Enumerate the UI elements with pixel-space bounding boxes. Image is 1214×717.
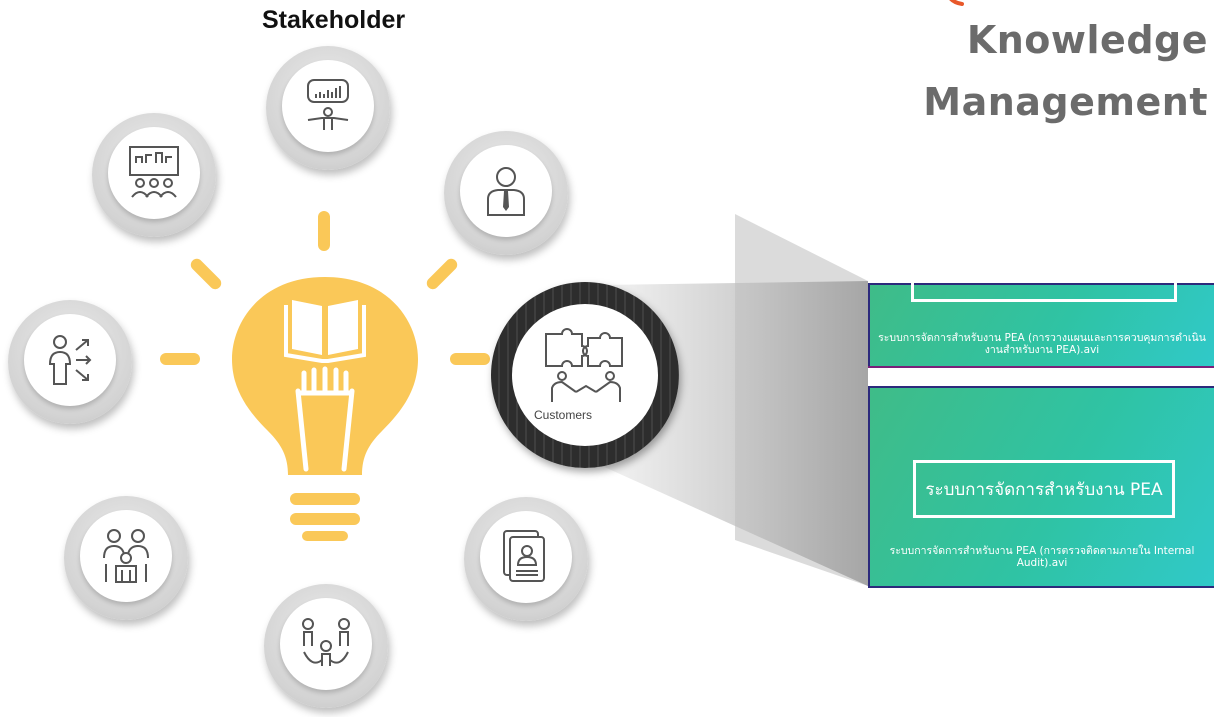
- logo-mark-icon: [949, 0, 964, 6]
- brand-title-line1: Knowledge: [966, 18, 1208, 62]
- video-caption-2[interactable]: ระบบการจัดการสำหรับงาน PEA (การตรวจติดตา…: [889, 545, 1195, 569]
- node-strategy[interactable]: [8, 300, 132, 424]
- documents-icon: [503, 530, 545, 582]
- customers-label: Customers: [534, 408, 593, 422]
- video-thumbnail-1[interactable]: ระบบการจัดการสำหรับงาน PEA ระบบการจัดการ…: [868, 240, 1214, 371]
- video-title-1: ระบบการจัดการสำหรับงาน PEA: [911, 240, 1177, 302]
- bulb-ray: [426, 258, 458, 290]
- bulb-ray: [318, 211, 330, 251]
- node-team[interactable]: [64, 496, 188, 620]
- puzzle-handshake-icon: [545, 328, 623, 402]
- video-title-2: ระบบการจัดการสำหรับงาน PEA: [913, 460, 1175, 518]
- video-caption-1[interactable]: ระบบการจัดการสำหรับงาน PEA (การวางแผนและ…: [878, 332, 1206, 356]
- employee-icon: [487, 167, 525, 216]
- node-employee[interactable]: [444, 131, 568, 255]
- lightbulb-graphic: [160, 211, 490, 541]
- node-presentation[interactable]: [266, 46, 390, 170]
- node-customers[interactable]: Customers: [491, 282, 679, 468]
- meeting-icon: [129, 146, 179, 198]
- stakeholder-title: Stakeholder: [262, 6, 406, 34]
- brand-title-line2: Management: [923, 80, 1208, 124]
- team-icon: [103, 529, 149, 583]
- video-thumbnail-2[interactable]: ระบบการจัดการสำหรับงาน PEA ระบบการจัดการ…: [868, 386, 1214, 588]
- node-documents[interactable]: [464, 497, 588, 621]
- bulb-ray: [160, 353, 200, 365]
- bulb-ray: [450, 353, 490, 365]
- network-icon: [302, 618, 350, 666]
- bulb-ray: [190, 258, 222, 290]
- node-network[interactable]: [264, 584, 388, 708]
- strategy-icon: [48, 335, 92, 385]
- presentation-icon: [307, 79, 349, 130]
- node-meeting[interactable]: [92, 113, 216, 237]
